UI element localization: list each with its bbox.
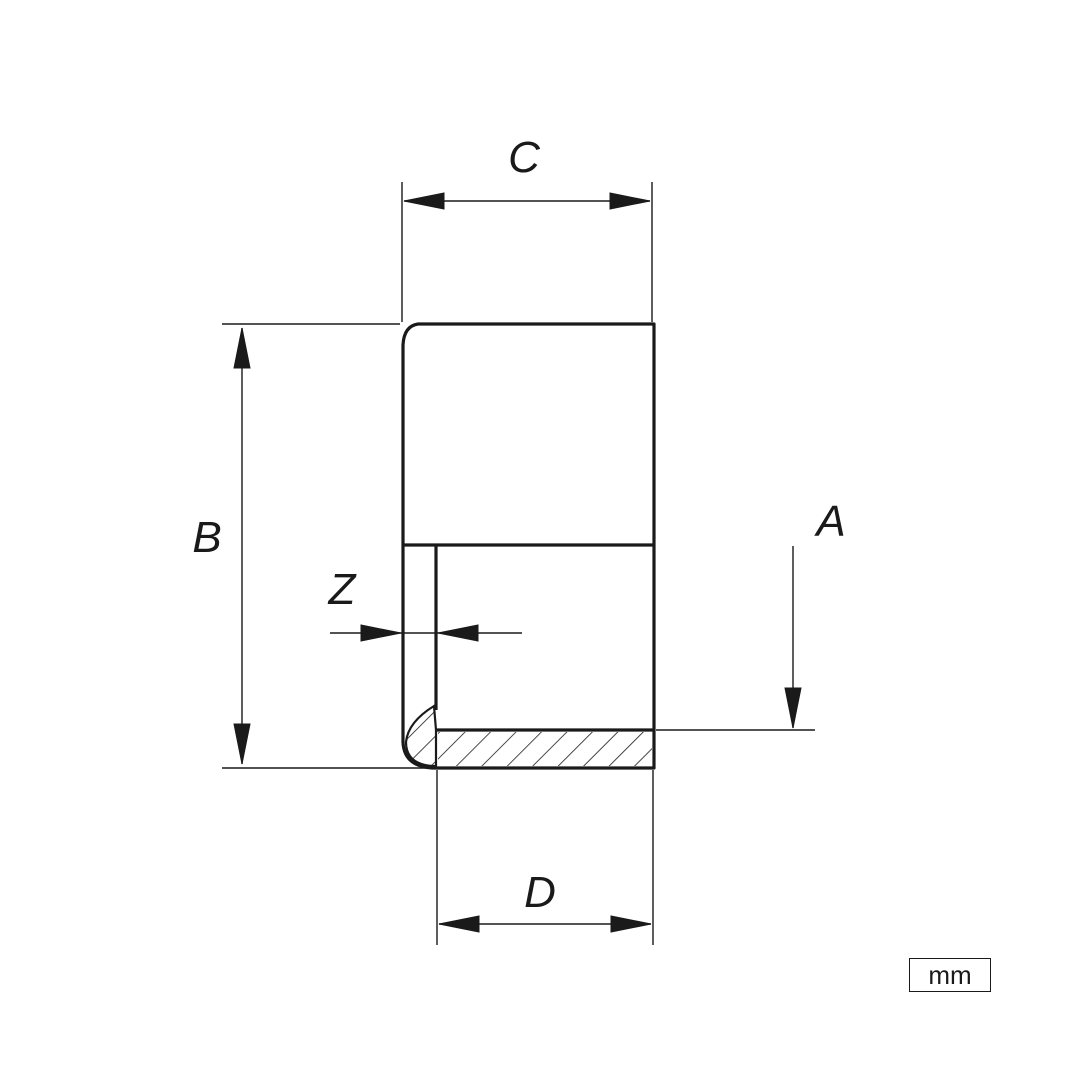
label-d: D: [524, 868, 556, 917]
arrow-a-down: [784, 687, 802, 729]
arrow-z-right: [437, 624, 479, 642]
arrow-b-bottom: [233, 723, 251, 765]
label-b: B: [192, 513, 221, 562]
arrow-c-right: [609, 192, 651, 210]
label-a: A: [813, 497, 845, 546]
hatched-section: [404, 704, 652, 768]
arrowheads: [233, 192, 802, 933]
arrow-b-top: [233, 327, 251, 369]
dimension-lines: [222, 182, 815, 945]
unit-badge: mm: [909, 958, 991, 992]
arrow-z-left: [360, 624, 402, 642]
cap-outer-outline: [401, 322, 656, 770]
arrow-d-right: [610, 915, 652, 933]
label-c: C: [508, 133, 541, 182]
arrow-d-left: [438, 915, 480, 933]
label-z: Z: [328, 565, 358, 614]
arrow-c-left: [403, 192, 445, 210]
cap-body: [401, 322, 656, 770]
